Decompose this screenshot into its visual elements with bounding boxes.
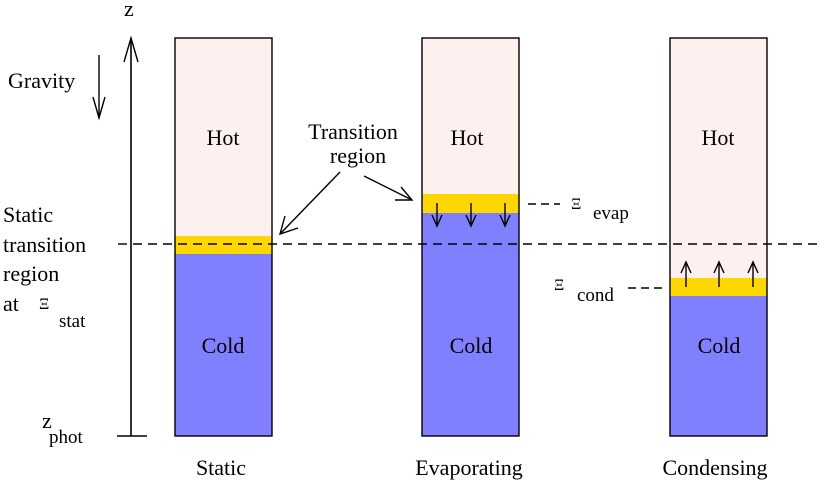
hot-region bbox=[670, 38, 767, 278]
transition-callout-line2: region bbox=[330, 143, 386, 168]
hot-label: Hot bbox=[702, 125, 735, 150]
gravity-label: Gravity bbox=[8, 68, 75, 93]
column-outline bbox=[669, 37, 768, 437]
evaporation-arrows bbox=[431, 203, 511, 228]
transition-callout-line1: Transition bbox=[308, 119, 398, 144]
column-caption: Static bbox=[196, 455, 246, 480]
hot-label: Hot bbox=[451, 125, 484, 150]
xi-evap-subscript: evap bbox=[593, 203, 629, 224]
z-phot-subscript: phot bbox=[49, 427, 84, 448]
cold-region bbox=[670, 296, 767, 436]
hot-region bbox=[175, 38, 272, 236]
gravity-arrowhead bbox=[92, 96, 106, 121]
column-static: Hot Cold Static bbox=[174, 37, 273, 480]
column-caption: Evaporating bbox=[415, 455, 523, 480]
xi-evap-symbol: Ξ bbox=[571, 196, 581, 213]
column-caption: Condensing bbox=[662, 455, 767, 480]
xi-cond-subscript: cond bbox=[577, 285, 614, 306]
static-note-line4: at bbox=[3, 291, 19, 316]
static-note-line3: region bbox=[3, 261, 59, 286]
xi-stat-symbol: Ξ bbox=[39, 296, 49, 313]
z-axis-arrowhead bbox=[123, 35, 139, 63]
cold-label: Cold bbox=[202, 333, 245, 358]
z-axis-label: z bbox=[124, 0, 134, 21]
callout-arrow-static bbox=[278, 171, 341, 236]
static-note-line1: Static bbox=[3, 202, 53, 227]
column-outline bbox=[174, 37, 273, 437]
hot-label: Hot bbox=[207, 125, 240, 150]
cold-label: Cold bbox=[698, 333, 741, 358]
condensation-arrows bbox=[680, 260, 759, 287]
cold-region bbox=[422, 213, 519, 436]
column-evaporating: Hot Cold Evaporating bbox=[415, 37, 523, 480]
xi-cond-symbol: Ξ bbox=[554, 277, 564, 294]
z-phot-label: z bbox=[42, 408, 52, 433]
callout-arrow-evaporating bbox=[363, 175, 414, 201]
hot-region bbox=[422, 38, 519, 194]
transition-region bbox=[175, 236, 272, 254]
static-note-line2: transition bbox=[3, 232, 86, 257]
column-condensing: Hot Cold Condensing bbox=[662, 37, 768, 480]
column-outline bbox=[421, 37, 520, 437]
xi-stat-subscript: stat bbox=[59, 311, 86, 332]
cold-region bbox=[175, 254, 272, 436]
cold-label: Cold bbox=[450, 333, 493, 358]
